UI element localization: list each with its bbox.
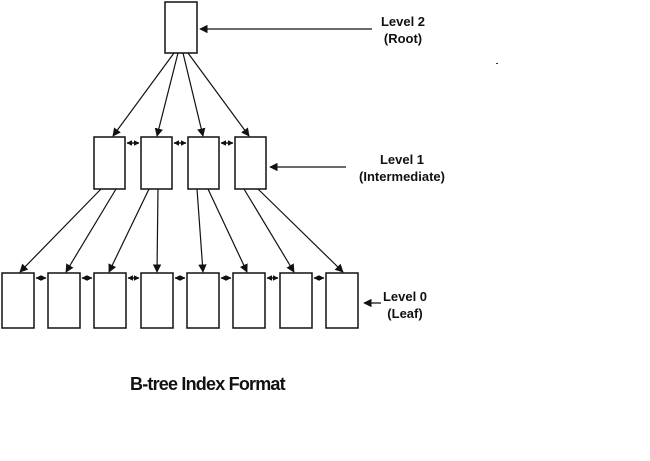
pointer-arrow xyxy=(196,188,207,273)
level-0-label: Level 0 (Leaf) xyxy=(374,288,436,322)
intermediate-level xyxy=(93,136,267,190)
leaf-node xyxy=(279,272,313,329)
intermediate-node xyxy=(234,136,267,190)
intermediate-node xyxy=(93,136,126,190)
leaf-node xyxy=(232,272,266,329)
pointer-arrow xyxy=(19,188,102,273)
leaf-node xyxy=(1,272,35,329)
pointer-arrow xyxy=(154,52,179,137)
pointer-arrow xyxy=(257,188,344,273)
level-2-name: Level 2 xyxy=(380,14,426,29)
level-2-label: Level 2 (Root) xyxy=(372,13,434,47)
root-node xyxy=(164,1,198,54)
level-label-arrows xyxy=(199,24,381,308)
leaf-node xyxy=(325,272,359,329)
level-1-label: Level 1 (Intermediate) xyxy=(350,151,454,185)
level-0-role: (Leaf) xyxy=(387,306,423,321)
intermediate-node xyxy=(140,136,173,190)
diagram-caption: B-tree Index Format xyxy=(130,374,286,394)
leaf-node xyxy=(93,272,127,329)
leaf-node xyxy=(140,272,174,329)
pointer-arrow xyxy=(182,52,206,137)
pointer-arrow xyxy=(108,188,150,273)
pointer-arrow xyxy=(152,188,162,273)
leaf-node xyxy=(186,272,220,329)
intermediate-node xyxy=(187,136,220,190)
pointer-arrow xyxy=(112,52,175,137)
intermediate-pointers xyxy=(19,188,344,273)
level-1-role: (Intermediate) xyxy=(359,169,445,184)
leaf-node xyxy=(47,272,81,329)
pointer-arrow xyxy=(207,188,248,273)
level-0-name: Level 0 xyxy=(382,289,428,304)
pointer-arrow xyxy=(187,52,250,137)
leaf-level xyxy=(1,272,359,329)
root-pointers xyxy=(112,52,250,137)
level-2-role: (Root) xyxy=(383,31,423,46)
stray-dot xyxy=(496,63,498,64)
level-1-name: Level 1 xyxy=(379,152,425,167)
pointer-arrow xyxy=(65,188,117,273)
pointer-arrow xyxy=(243,188,295,273)
